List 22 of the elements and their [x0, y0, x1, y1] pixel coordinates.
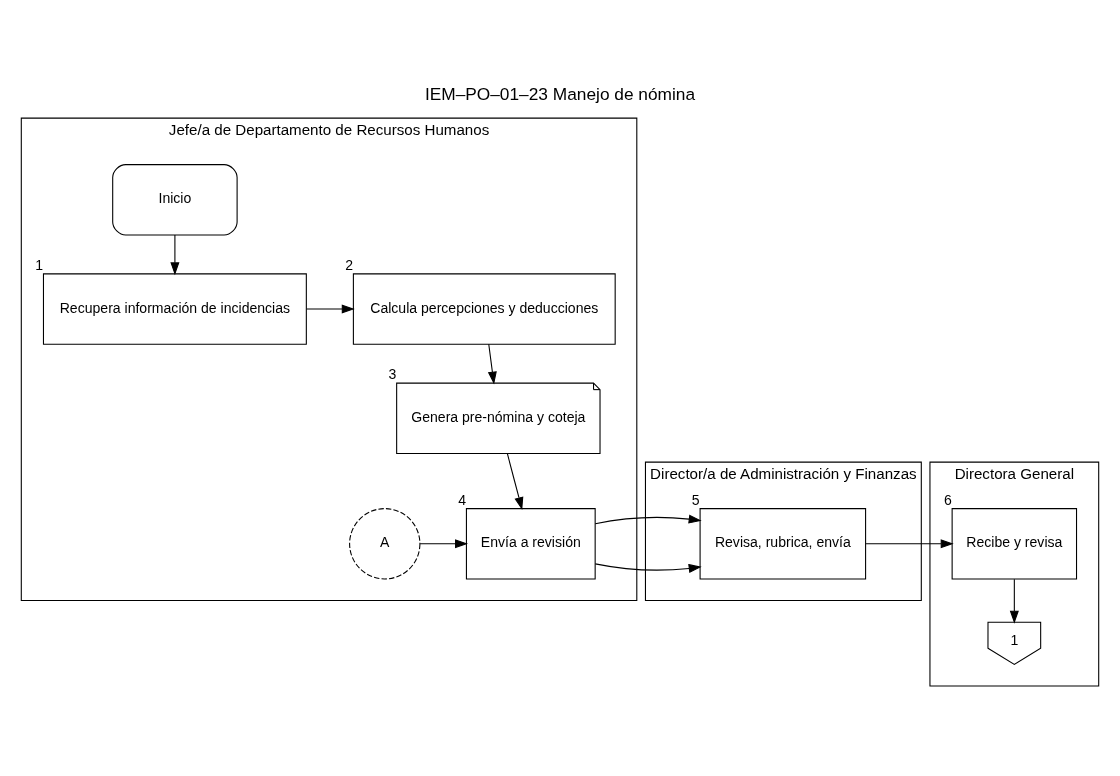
node-label: 1 — [35, 256, 44, 273]
arrow — [865, 539, 954, 549]
node-box: Inicio — [112, 164, 238, 236]
node-box: Recibe y revisa — [951, 508, 1078, 580]
arrow — [170, 234, 180, 276]
arrow — [419, 539, 469, 549]
node-box: Envía a revisión — [465, 508, 596, 580]
node-box: Recupera información de incidencias — [42, 273, 307, 345]
node-label: 3 — [388, 366, 397, 383]
node-label: 2 — [345, 256, 353, 273]
node-box: Calcula percepciones y deducciones — [352, 273, 616, 345]
node-circle: A — [349, 508, 421, 580]
diagram-title: IEM–PO–01–23 Manejo de nómina — [424, 83, 696, 104]
node-label: 5 — [691, 491, 700, 508]
arrow — [306, 304, 355, 314]
node-box: Revisa, rubrica, envía — [699, 508, 867, 580]
arrow — [1009, 578, 1019, 624]
arrow — [506, 453, 524, 511]
node-label: 6 — [943, 491, 952, 508]
arrow — [594, 514, 702, 573]
node-label: 4 — [458, 491, 467, 508]
arrow — [487, 343, 497, 385]
